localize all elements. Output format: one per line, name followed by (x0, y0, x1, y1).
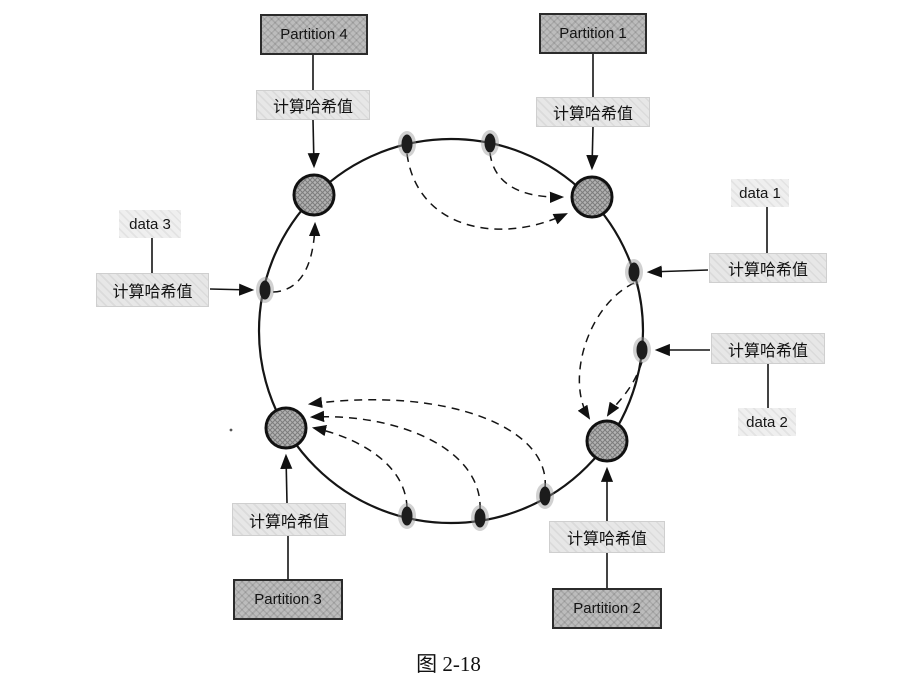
hash-arrows (209, 119, 710, 521)
assignment-data2-to-node2 (606, 361, 643, 417)
hash-dot-bottom1 (398, 503, 416, 529)
data-2-label: data 2 (738, 408, 796, 436)
assignment-top2-to-node1 (489, 152, 565, 204)
hash-box-partition1: 计算哈希值 (536, 97, 650, 127)
hash-box-partition4: 计算哈希值 (256, 90, 370, 120)
partition2-node (585, 419, 629, 463)
partition-2-box: Partition 2 (552, 588, 662, 629)
hash-dot-top1 (398, 131, 416, 157)
hash-box-data2: 计算哈希值 (711, 333, 825, 364)
partition4-node (292, 173, 336, 217)
data-3-label: data 3 (119, 210, 181, 238)
partition1-hash-arrow (586, 126, 599, 171)
partition3-node (264, 406, 308, 450)
assignment-bottom2-to-node3 (309, 410, 481, 511)
hash-box-data3: 计算哈希值 (96, 273, 209, 307)
hash-dot-data2 (633, 337, 651, 363)
partition1-node (570, 175, 614, 219)
data3-hash-arrow (209, 283, 255, 296)
hash-dot-data3 (256, 277, 274, 303)
hash-position-dots (256, 130, 651, 531)
hash-box-partition3: 计算哈希值 (232, 503, 346, 536)
hash-dot-bottom2 (471, 505, 489, 531)
partition4-hash-arrow (307, 119, 320, 169)
data1-hash-arrow (646, 265, 709, 278)
hash-dot-data1 (625, 259, 643, 285)
hash-box-data1: 计算哈希值 (709, 253, 827, 283)
data-1-label: data 1 (731, 179, 789, 207)
hash-ring (257, 137, 645, 525)
partition3-hash-arrow (280, 453, 293, 504)
assignment-top1-to-node1 (406, 153, 568, 230)
assignment-bottom1-to-node3 (311, 424, 408, 509)
assignment-data1-to-node2 (577, 282, 635, 420)
hash-dot-bottom3 (536, 483, 554, 509)
assignment-bottom3-to-node3 (307, 396, 546, 489)
partition-1-box: Partition 1 (539, 13, 647, 54)
partition-nodes (264, 173, 629, 463)
assignment-curves (272, 152, 643, 511)
figure-caption: 图 2-18 (416, 652, 481, 676)
hash-dot-top2 (481, 130, 499, 156)
hash-box-partition2: 计算哈希值 (549, 521, 665, 553)
connector-lines (151, 54, 769, 588)
partition-4-box: Partition 4 (260, 14, 368, 55)
partition-3-box: Partition 3 (233, 579, 343, 620)
assignment-data3-to-node4 (272, 221, 321, 293)
speck (229, 428, 233, 432)
